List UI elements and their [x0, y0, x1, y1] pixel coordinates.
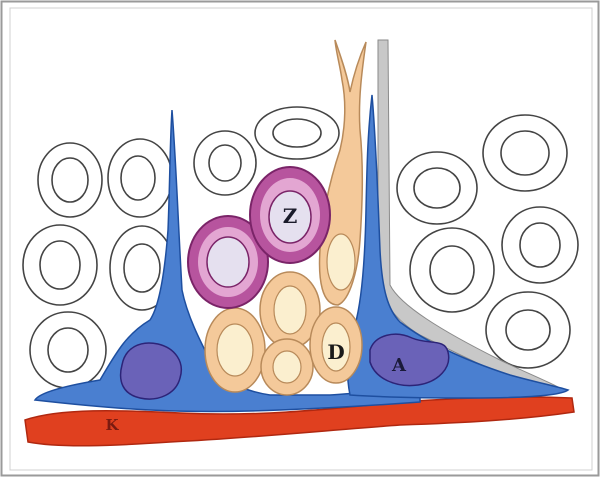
ring-cell-left-5 — [30, 312, 106, 388]
ring-cell-mid-1 — [194, 131, 256, 195]
peach-stalk-core — [327, 234, 355, 290]
label-z: Z — [283, 204, 298, 228]
ring-cell-right-2 — [483, 115, 567, 191]
ring-cell-right-5 — [486, 292, 570, 368]
ring-cell-left-3 — [23, 225, 97, 305]
ring-cell-left-2 — [108, 139, 172, 217]
ring-cell-left-1 — [38, 143, 102, 217]
label-d: D — [327, 340, 344, 364]
ring-cell-right-4 — [502, 207, 578, 283]
nucleus-left — [121, 343, 182, 399]
ring-cell-right-3 — [410, 228, 494, 312]
ring-cell-right-1 — [397, 152, 477, 224]
label-a: A — [391, 355, 407, 376]
ring-cell-mid-2 — [255, 107, 339, 159]
label-k: K — [105, 416, 119, 434]
